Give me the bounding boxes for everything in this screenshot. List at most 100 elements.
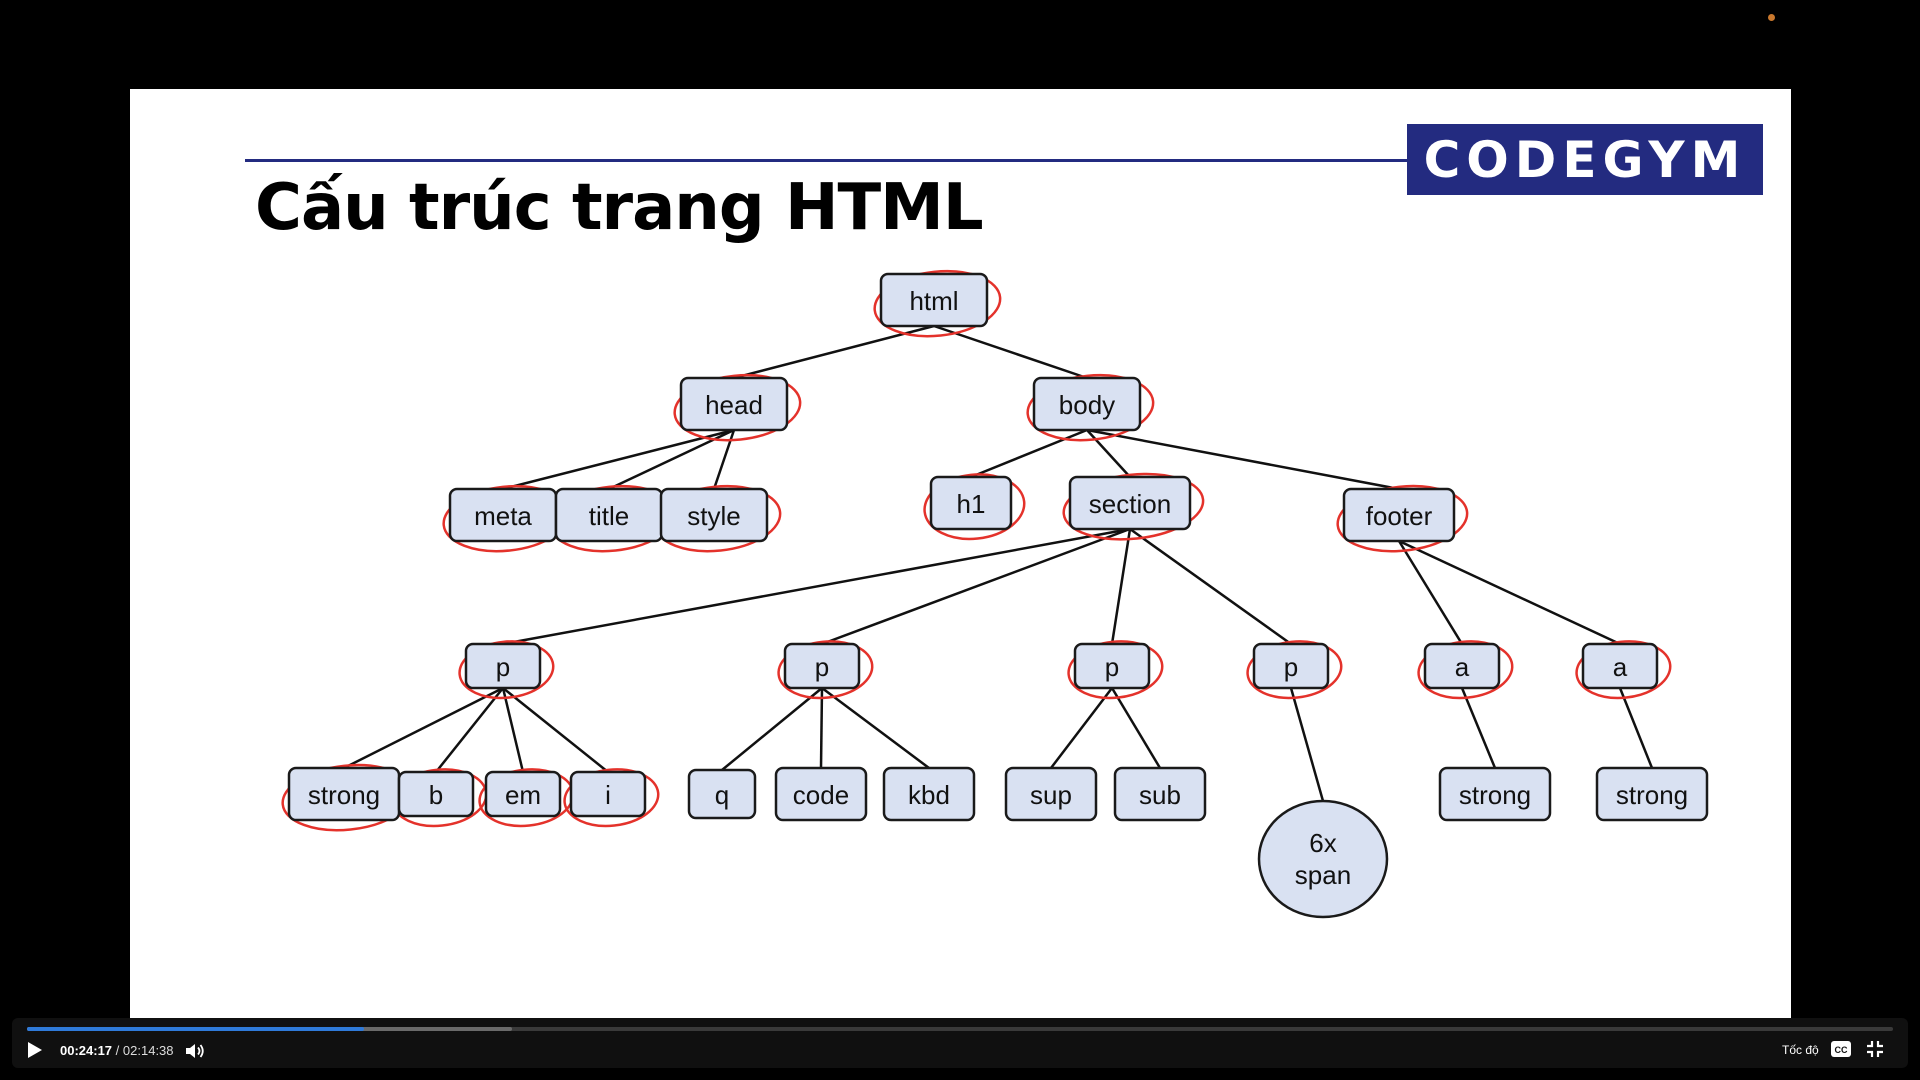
tree-node-label-p2: p xyxy=(815,652,829,682)
tree-node-label-sub: sub xyxy=(1139,780,1181,810)
tree-node-shape-span xyxy=(1257,799,1389,919)
tree-node-code: code xyxy=(774,766,868,822)
tree-node-shape-p1 xyxy=(464,642,542,690)
tree-node-b: b xyxy=(397,770,475,818)
tree-node-shape-strong3 xyxy=(1595,766,1709,822)
tree-node-section: section xyxy=(1068,475,1192,531)
tree-node-label-sup: sup xyxy=(1030,780,1072,810)
tree-node-i: i xyxy=(569,770,647,818)
play-button[interactable] xyxy=(24,1040,44,1060)
tree-node-label-body: body xyxy=(1059,390,1115,420)
tree-edge-footer-a1 xyxy=(1397,540,1464,645)
html-structure-tree-diagram: html head body meta title style h1 section foote… xyxy=(281,269,1709,919)
tree-node-head: head xyxy=(679,376,789,432)
codegym-logo: CODEGYM xyxy=(1407,124,1763,195)
tree-edge-p3-sup xyxy=(1050,687,1113,769)
volume-icon xyxy=(186,1044,204,1058)
tree-edge-p2-kbd xyxy=(821,686,930,770)
title-rule-line xyxy=(245,159,1435,162)
tree-node-label-i: i xyxy=(605,780,611,810)
tree-node-label-em: em xyxy=(505,780,541,810)
tree-node-label-strong3: strong xyxy=(1616,780,1688,810)
tree-node-label-b: b xyxy=(429,780,443,810)
tree-node-p1: p xyxy=(464,642,542,690)
tree-node-strong2: strong xyxy=(1438,766,1552,822)
tree-node-body: body xyxy=(1032,376,1142,432)
tree-edge-section-p1 xyxy=(502,527,1131,646)
tree-node-a1: a xyxy=(1423,642,1501,690)
tree-node-shape-footer xyxy=(1342,487,1456,543)
tree-node-title: title xyxy=(554,487,664,543)
tree-node-label-title: title xyxy=(589,501,629,531)
tree-node-shape-html xyxy=(879,272,989,328)
slide-title: Cấu trúc trang HTML xyxy=(255,171,984,245)
tree-node-label-p3: p xyxy=(1105,652,1119,682)
tree-node-sup: sup xyxy=(1004,766,1098,822)
red-annotation-circle-p1 xyxy=(458,640,555,700)
closed-captions-icon: CC xyxy=(1831,1041,1851,1057)
progress-bar[interactable] xyxy=(27,1027,1893,1031)
tree-node-shape-head xyxy=(679,376,789,432)
tree-edge-p3-sub xyxy=(1110,687,1162,769)
tree-node-shape-sup xyxy=(1004,766,1098,822)
tree-node-shape-b xyxy=(397,770,475,818)
tree-edge-html-head xyxy=(733,324,935,380)
tree-edge-section-p3 xyxy=(1110,528,1132,645)
tree-node-label-section: section xyxy=(1089,489,1171,519)
tree-node-em: em xyxy=(484,770,562,818)
tree-node-label-q: q xyxy=(715,780,729,810)
red-annotation-circle-p4 xyxy=(1246,640,1343,700)
tree-node-html: html xyxy=(879,272,989,328)
tree-node-shape-p3 xyxy=(1073,642,1151,690)
tree-node-shape-strong2 xyxy=(1438,766,1552,822)
captions-button[interactable]: CC xyxy=(1830,1040,1852,1058)
tree-node-sub: sub xyxy=(1113,766,1207,822)
tree-edge-a2-strong3 xyxy=(1618,687,1654,769)
tree-edge-p1-strong1 xyxy=(343,686,504,770)
tree-node-shape-i xyxy=(569,770,647,818)
tree-node-label-p1: p xyxy=(496,652,510,682)
tree-node-footer: footer xyxy=(1342,487,1456,543)
tree-node-label-meta: meta xyxy=(474,501,532,531)
playback-speed-button[interactable]: Tốc độ xyxy=(1782,1043,1819,1057)
tree-node-shape-h1 xyxy=(929,475,1013,531)
red-annotation-circle-footer xyxy=(1336,484,1469,553)
tree-edge-section-p4 xyxy=(1129,527,1292,646)
tree-node-label-h1: h1 xyxy=(957,489,986,519)
tree-edge-p2-code xyxy=(819,687,824,769)
tree-node-shape-section xyxy=(1068,475,1192,531)
tree-edge-body-footer xyxy=(1086,428,1400,491)
tree-edge-p2-q xyxy=(721,687,823,771)
tree-node-h1: h1 xyxy=(929,475,1013,531)
tree-node-shape-code xyxy=(774,766,868,822)
tree-node-shape-em xyxy=(484,770,562,818)
tree-node-label-code: code xyxy=(793,780,849,810)
tree-node-shape-sub xyxy=(1113,766,1207,822)
red-annotation-circle-p2 xyxy=(777,640,874,700)
video-player-controls: 00:24:17 / 02:14:38 Tốc độ CC xyxy=(12,1018,1908,1068)
red-annotation-circle-body xyxy=(1026,373,1155,442)
tree-node-shape-p4 xyxy=(1252,642,1330,690)
exit-fullscreen-icon xyxy=(1867,1041,1883,1057)
tree-edge-body-h1 xyxy=(970,428,1088,479)
red-annotation-circle-head xyxy=(673,373,802,442)
tree-node-q: q xyxy=(687,768,757,820)
tree-edge-p1-em xyxy=(501,687,525,773)
tree-node-shape-body xyxy=(1032,376,1142,432)
tree-edge-p1-b xyxy=(435,687,504,773)
red-annotation-circle-p3 xyxy=(1067,640,1164,700)
exit-fullscreen-button[interactable] xyxy=(1866,1040,1884,1058)
volume-button[interactable] xyxy=(184,1041,206,1061)
tree-edge-section-p2 xyxy=(821,527,1131,646)
tree-node-strong1: strong xyxy=(287,766,401,822)
tree-node-style: style xyxy=(659,487,769,543)
tree-node-strong3: strong xyxy=(1595,766,1709,822)
time-display: 00:24:17 / 02:14:38 xyxy=(60,1043,174,1058)
duration-time: 02:14:38 xyxy=(122,1043,174,1058)
play-icon xyxy=(28,1042,42,1058)
current-time: 00:24:17 xyxy=(60,1043,113,1058)
tree-node-shape-style xyxy=(659,487,769,543)
tree-edge-html-body xyxy=(933,324,1088,380)
